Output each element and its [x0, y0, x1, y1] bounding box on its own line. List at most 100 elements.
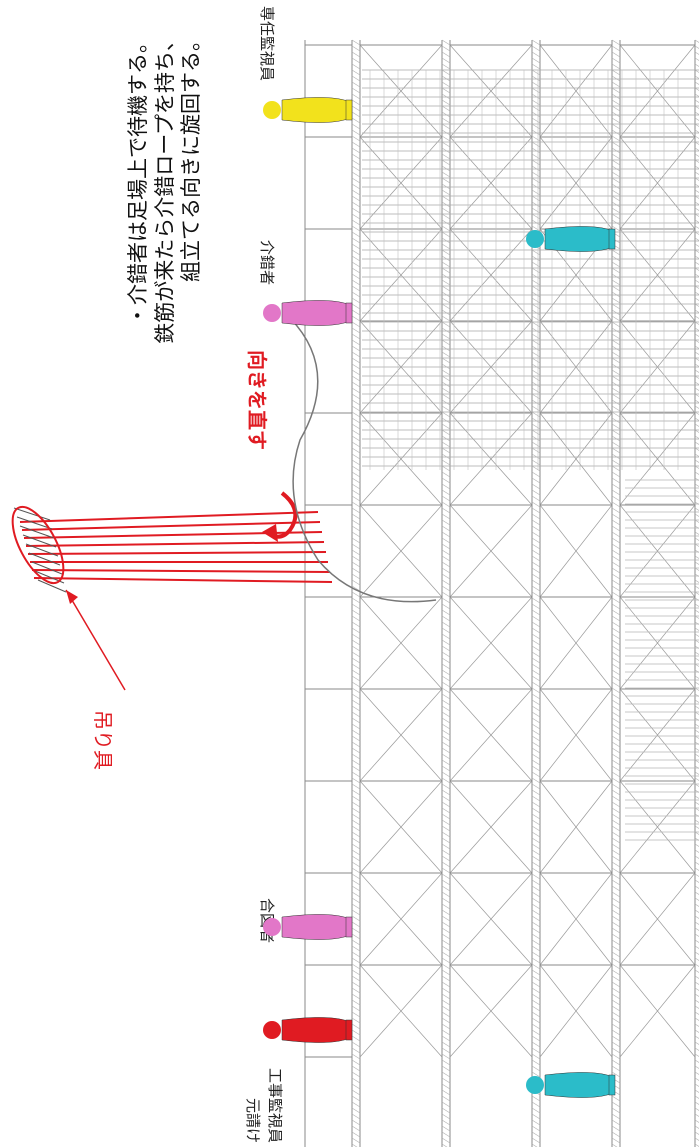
- scaffold-hatch: [351, 285, 361, 292]
- scaffold-hatch: [611, 1131, 621, 1138]
- scaffold-hatch: [611, 609, 621, 616]
- scaffold-hatch: [351, 441, 361, 448]
- scaffold-hatch: [351, 957, 361, 964]
- scaffold-hatch: [694, 915, 699, 919]
- scaffold-hatch: [351, 831, 361, 838]
- scaffold-hatch: [441, 159, 451, 166]
- scaffold-hatch: [611, 675, 621, 682]
- scaffold-hatch: [531, 687, 541, 694]
- scaffold-hatch: [694, 99, 699, 103]
- scaffold-hatch: [441, 345, 451, 352]
- scaffold-hatch: [351, 213, 361, 220]
- scaffold-hatch: [531, 717, 541, 724]
- scaffold-hatch: [611, 51, 621, 58]
- scaffold-hatch: [441, 837, 451, 844]
- scaffold-hatch: [351, 861, 361, 868]
- scaffold-hatch: [351, 147, 361, 154]
- scaffold-hatch: [351, 657, 361, 664]
- scaffold-hatch: [351, 129, 361, 136]
- scaffold-hatch: [351, 705, 361, 712]
- scaffold-brace: [359, 596, 443, 690]
- worker-sekinin-kanshiin: [263, 97, 353, 123]
- scaffold-hatch: [531, 255, 541, 262]
- scaffold-hatch: [531, 663, 541, 670]
- scaffold-hatch: [351, 405, 361, 412]
- scaffold-hatch: [611, 789, 621, 796]
- scaffold-hatch: [531, 189, 541, 196]
- scaffold-hatch: [351, 339, 361, 346]
- scaffold-hatch: [694, 297, 699, 301]
- scaffold-hatch: [441, 39, 451, 46]
- scaffold-hatch: [694, 735, 699, 739]
- scaffold-hatch: [694, 951, 699, 955]
- scaffold-hatch: [441, 129, 451, 136]
- scaffold-hatch: [351, 1059, 361, 1066]
- scaffold-hatch: [351, 345, 361, 352]
- scaffold-hatch: [694, 45, 699, 49]
- scaffold-hatch: [531, 117, 541, 124]
- scaffold-hatch: [694, 105, 699, 109]
- scaffold-hatch: [694, 369, 699, 373]
- scaffold-hatch: [694, 795, 699, 799]
- scaffold-hatch: [611, 417, 621, 424]
- scaffold-hatch: [694, 615, 699, 619]
- scaffold-hatch: [351, 1113, 361, 1120]
- scaffold-hatch: [351, 513, 361, 520]
- scaffold-hatch: [531, 285, 541, 292]
- scaffold-hatch: [611, 981, 621, 988]
- scaffold-hatch: [531, 573, 541, 580]
- scaffold-hatch: [611, 657, 621, 664]
- scaffold-hatch: [351, 1089, 361, 1096]
- scaffold-hatch: [694, 957, 699, 961]
- scaffold-hatch: [351, 855, 361, 862]
- scaffold-hatch: [351, 903, 361, 910]
- scaffold-hatch: [441, 591, 451, 598]
- scaffold-hatch: [531, 207, 541, 214]
- scaffold-hatch: [351, 999, 361, 1006]
- scaffold-hatch: [611, 207, 621, 214]
- rotation-arrowhead-icon: [262, 524, 278, 542]
- label-sekinin-kanshiin: 専任監視員: [258, 6, 276, 81]
- scaffold-hatch: [694, 1107, 699, 1111]
- scaffold-hatch: [611, 501, 621, 508]
- scaffold-hatch: [441, 51, 451, 58]
- scaffold-hatch: [531, 435, 541, 442]
- scaffold-hatch: [611, 645, 621, 652]
- scaffold-hatch: [694, 1077, 699, 1081]
- scaffold-hatch: [441, 363, 451, 370]
- scaffold-hatch: [441, 735, 451, 742]
- scaffold-hatch: [441, 1065, 451, 1072]
- scaffold-hatch: [441, 801, 451, 808]
- scaffold-hatch: [694, 687, 699, 691]
- scaffold-hatch: [351, 951, 361, 958]
- scaffold-hatch: [694, 591, 699, 595]
- scaffold-hatch: [694, 663, 699, 667]
- scaffold-hatch: [611, 1005, 621, 1012]
- scaffold-hatch: [531, 369, 541, 376]
- scaffold-hatch: [351, 153, 361, 160]
- scaffold-hatch: [531, 639, 541, 646]
- scaffold-hatch: [351, 531, 361, 538]
- scaffold-hatch: [611, 777, 621, 784]
- scaffold-hatch: [351, 561, 361, 568]
- scaffold-hatch: [441, 483, 451, 490]
- lifting-gear-ellipse: [11, 505, 65, 585]
- scaffold-hatch: [351, 843, 361, 850]
- scaffold-hatch: [694, 495, 699, 499]
- scaffold-hatch: [351, 783, 361, 790]
- scaffold-hatch: [611, 933, 621, 940]
- scaffold-hatch: [694, 231, 699, 235]
- sling-wire: [16, 516, 53, 530]
- scaffold-hatch: [441, 729, 451, 736]
- scaffold-brace: [449, 964, 533, 1058]
- scaffold-hatch: [531, 1071, 541, 1078]
- scaffold-hatch: [441, 291, 451, 298]
- scaffold-hatch: [441, 663, 451, 670]
- scaffold-hatch: [531, 903, 541, 910]
- scaffold-hatch: [694, 969, 699, 973]
- scaffold-hatch: [694, 789, 699, 793]
- scaffold-hatch: [611, 423, 621, 430]
- scaffold-hatch: [531, 861, 541, 868]
- scaffold-hatch: [531, 1023, 541, 1030]
- scaffold-hatch: [694, 867, 699, 871]
